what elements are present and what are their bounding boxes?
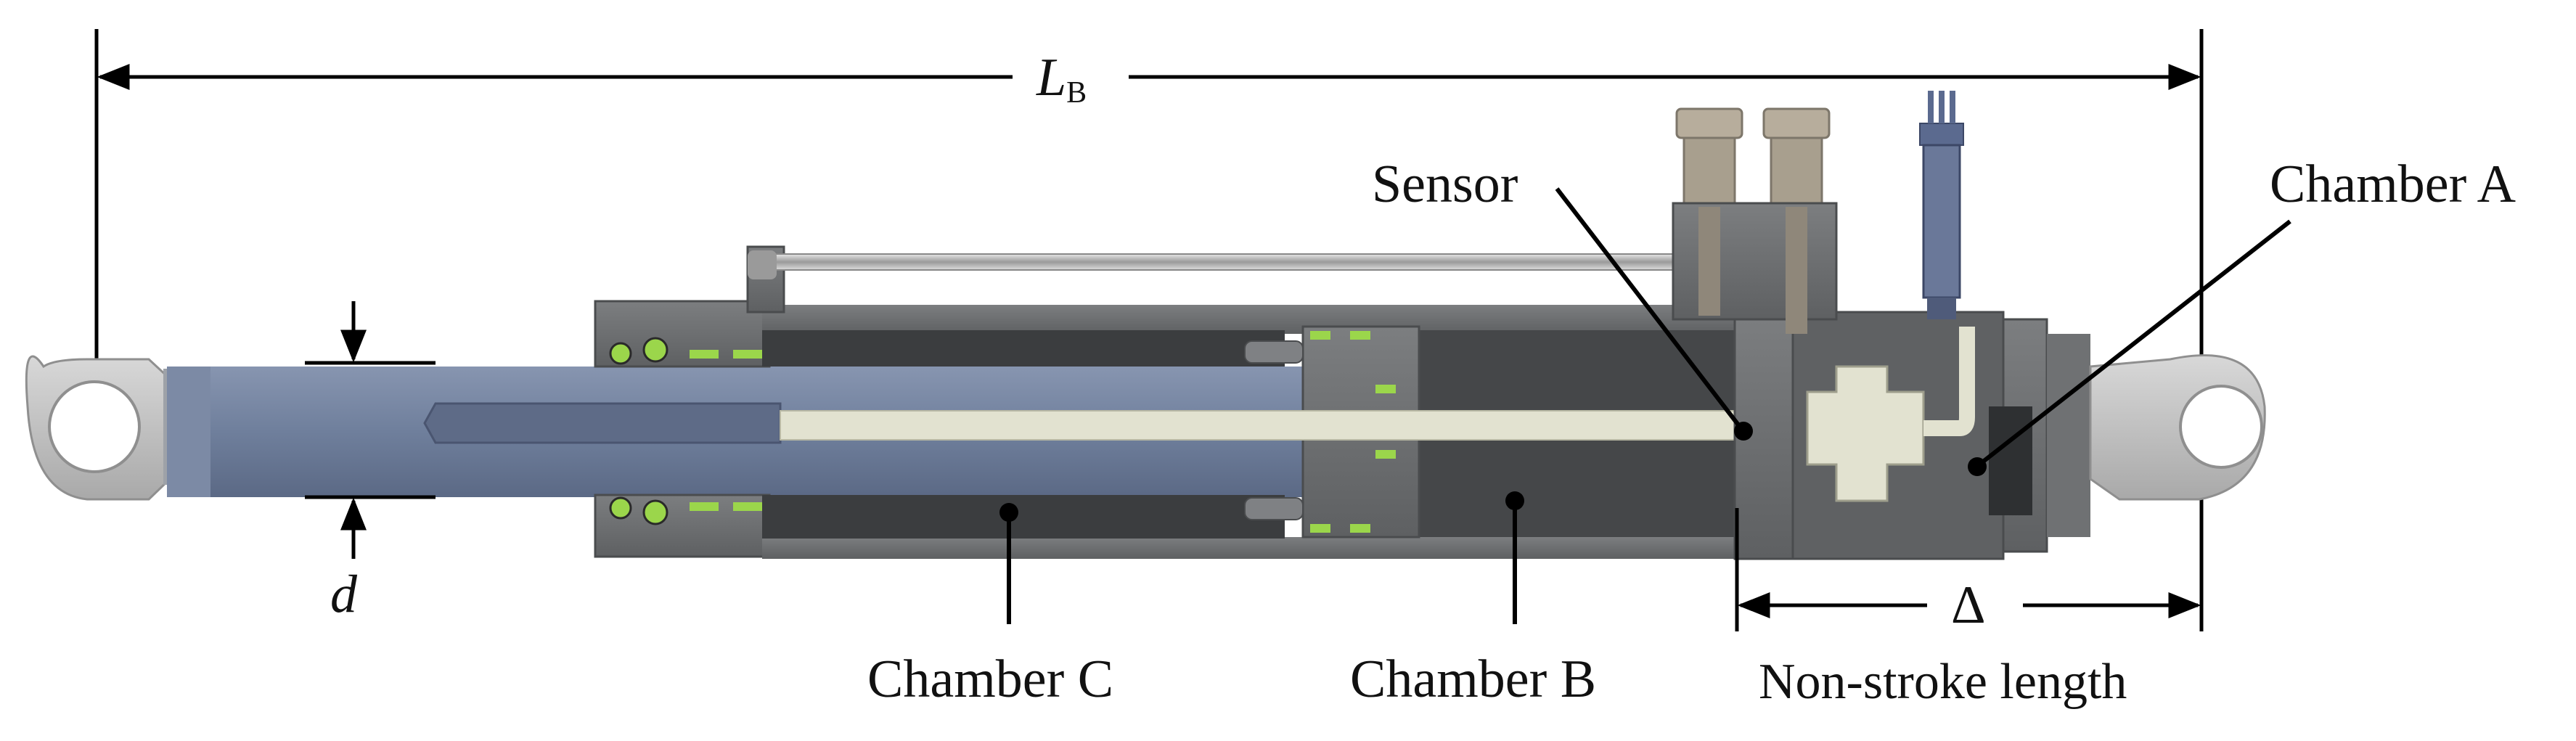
cylinder-barrel — [746, 245, 1793, 559]
cap-end-clevis — [2089, 354, 2266, 501]
non-stroke-length-dimension: Δ Non-stroke length — [1735, 508, 2201, 710]
sensor-rod — [780, 410, 1826, 441]
length-symbol: L — [1036, 48, 1066, 107]
length-subscript: B — [1066, 76, 1087, 110]
sensor-connector — [1919, 91, 1964, 319]
chamber-c-callout: Chamber C — [867, 503, 1113, 709]
chamber-b-callout: Chamber B — [1350, 491, 1596, 709]
fitting-port-block — [1672, 202, 1838, 323]
delta-label: Δ — [1951, 576, 1986, 635]
sensor-head — [1806, 327, 1975, 502]
chamber-b-label: Chamber B — [1350, 650, 1596, 709]
sensor-callout: Sensor — [1372, 155, 1753, 441]
overall-length-dimension: LB — [94, 29, 2204, 631]
overall-length-label: LB — [1036, 48, 1087, 110]
external-tube — [748, 246, 1710, 305]
diameter-dimension: d — [305, 301, 436, 624]
cap-end-eye-hole — [2179, 385, 2263, 469]
chamber-a-label: Chamber A — [2270, 155, 2516, 214]
chamber-a-callout: Chamber A — [1968, 155, 2516, 476]
front-gland — [594, 300, 771, 558]
rod-end-eye-hole — [48, 380, 141, 473]
chamber-c-label: Chamber C — [867, 650, 1113, 709]
gland-seals — [609, 337, 762, 525]
sensor-label: Sensor — [1372, 155, 1518, 214]
non-stroke-length-label: Non-stroke length — [1759, 654, 2127, 710]
diameter-label: d — [330, 565, 358, 624]
